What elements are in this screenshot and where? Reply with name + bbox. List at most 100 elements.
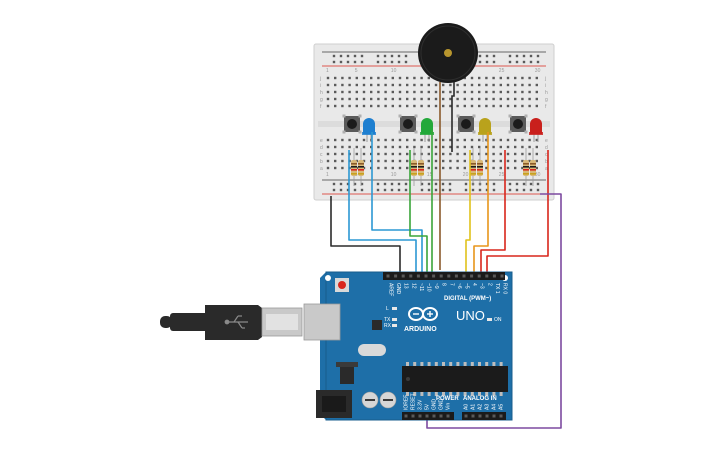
wire-green-a[interactable]	[409, 150, 428, 276]
piezo-buzzer[interactable]	[418, 23, 478, 83]
push-button[interactable]	[398, 114, 418, 134]
header-pin-hole[interactable]	[500, 274, 504, 278]
breadboard-hole	[506, 152, 510, 156]
wire-blue-b[interactable]	[371, 132, 423, 276]
resistor[interactable]	[523, 148, 529, 186]
breadboard-hole	[326, 166, 330, 170]
digital-pin-label: ~10	[426, 283, 432, 292]
push-button[interactable]	[342, 114, 362, 134]
row-letter: f	[320, 104, 322, 110]
breadboard-hole	[326, 159, 330, 163]
usb-cable[interactable]	[160, 305, 303, 340]
digital-header[interactable]	[383, 272, 505, 280]
arduino-logo-icon	[408, 307, 438, 321]
analog-header[interactable]	[462, 412, 506, 420]
header-pin-hole[interactable]	[477, 274, 481, 278]
usb-b-port[interactable]	[303, 303, 341, 341]
resistor[interactable]	[530, 148, 536, 186]
header-pin-hole[interactable]	[411, 414, 415, 418]
breadboard-hole	[456, 152, 459, 156]
header-pin-hole[interactable]	[418, 414, 422, 418]
wire-orange-b[interactable]	[473, 132, 489, 276]
wire-red-a[interactable]	[480, 150, 506, 276]
resistor-band	[470, 169, 476, 171]
header-pin-hole[interactable]	[439, 414, 443, 418]
header-pin-hole[interactable]	[446, 414, 450, 418]
header-pin-hole[interactable]	[454, 274, 458, 278]
header-pin-hole[interactable]	[485, 414, 489, 418]
wire-yellow-a[interactable]	[465, 150, 471, 276]
header-pin-hole[interactable]	[432, 274, 436, 278]
breadboard-hole	[427, 104, 430, 108]
header-pin-hole[interactable]	[394, 274, 398, 278]
header-pin-hole[interactable]	[425, 414, 429, 418]
resistor[interactable]	[358, 148, 364, 186]
breadboard-hole	[456, 138, 459, 142]
led[interactable]	[478, 118, 492, 142]
breadboard-hole	[391, 76, 394, 80]
header-pin-hole[interactable]	[424, 274, 428, 278]
led[interactable]	[529, 118, 543, 142]
header-pin-hole[interactable]	[432, 414, 436, 418]
wire-blue-a[interactable]	[348, 150, 417, 276]
resistor-band	[477, 163, 483, 165]
resistor[interactable]	[411, 148, 417, 186]
header-pin-hole[interactable]	[416, 274, 420, 278]
chip-pin	[427, 362, 431, 366]
breadboard-hole	[470, 83, 474, 87]
led[interactable]	[420, 118, 434, 142]
breadboard-hole	[528, 76, 531, 80]
breadboard-hole	[463, 83, 466, 87]
reset-button-cap[interactable]	[338, 281, 346, 289]
column-number: 1	[326, 68, 329, 74]
breadboard-hole	[362, 90, 366, 94]
breadboard-hole	[377, 83, 380, 87]
wire-red-b[interactable]	[486, 150, 549, 276]
breadboard-hole	[427, 97, 430, 101]
header-pin-hole[interactable]	[492, 414, 496, 418]
header-pin-hole[interactable]	[409, 274, 413, 278]
header-pin-hole[interactable]	[462, 274, 466, 278]
resistor-band	[358, 173, 364, 175]
breadboard-hole	[485, 83, 488, 87]
wire-black-gnd[interactable]	[330, 196, 401, 276]
header-pin-hole[interactable]	[471, 414, 475, 418]
header-pin-hole[interactable]	[439, 274, 443, 278]
rail-hole	[383, 188, 387, 192]
power-label: POWER	[436, 396, 459, 402]
resistor[interactable]	[477, 148, 483, 186]
breadboard-hole	[434, 83, 438, 87]
header-pin-hole[interactable]	[447, 274, 451, 278]
header-pin-hole[interactable]	[499, 414, 503, 418]
chip-pin	[449, 392, 453, 396]
push-button[interactable]	[456, 114, 476, 134]
header-pin-hole[interactable]	[485, 274, 489, 278]
breadboard[interactable]: 115510101515202025253030 aabbccddeeffggh…	[313, 43, 555, 201]
wire-black-buzzer[interactable]	[451, 82, 455, 152]
breadboard-hole	[384, 145, 387, 149]
resistor-band	[477, 166, 483, 168]
breadboard-hole	[384, 97, 387, 101]
header-pin-hole[interactable]	[386, 274, 390, 278]
breadboard-hole	[535, 152, 538, 156]
header-pin-hole[interactable]	[470, 274, 474, 278]
breadboard-hole	[348, 83, 351, 87]
push-button-leg	[456, 130, 460, 134]
header-pin-hole[interactable]	[404, 414, 408, 418]
wire-purple-5v[interactable]	[426, 193, 562, 429]
header-pin-hole[interactable]	[401, 274, 405, 278]
rail-hole	[360, 182, 364, 186]
resistor[interactable]	[351, 148, 357, 186]
resistor[interactable]	[418, 148, 424, 186]
breadboard-hole	[413, 152, 416, 156]
breadboard-hole	[341, 152, 344, 156]
resistor[interactable]	[470, 148, 476, 186]
header-pin-hole[interactable]	[478, 414, 482, 418]
breadboard-hole	[341, 90, 344, 94]
power-pin-label: 3.3V	[418, 399, 424, 410]
header-pin-hole[interactable]	[492, 274, 496, 278]
led[interactable]	[362, 118, 376, 142]
header-pin-hole[interactable]	[464, 414, 468, 418]
push-button[interactable]	[508, 114, 528, 134]
